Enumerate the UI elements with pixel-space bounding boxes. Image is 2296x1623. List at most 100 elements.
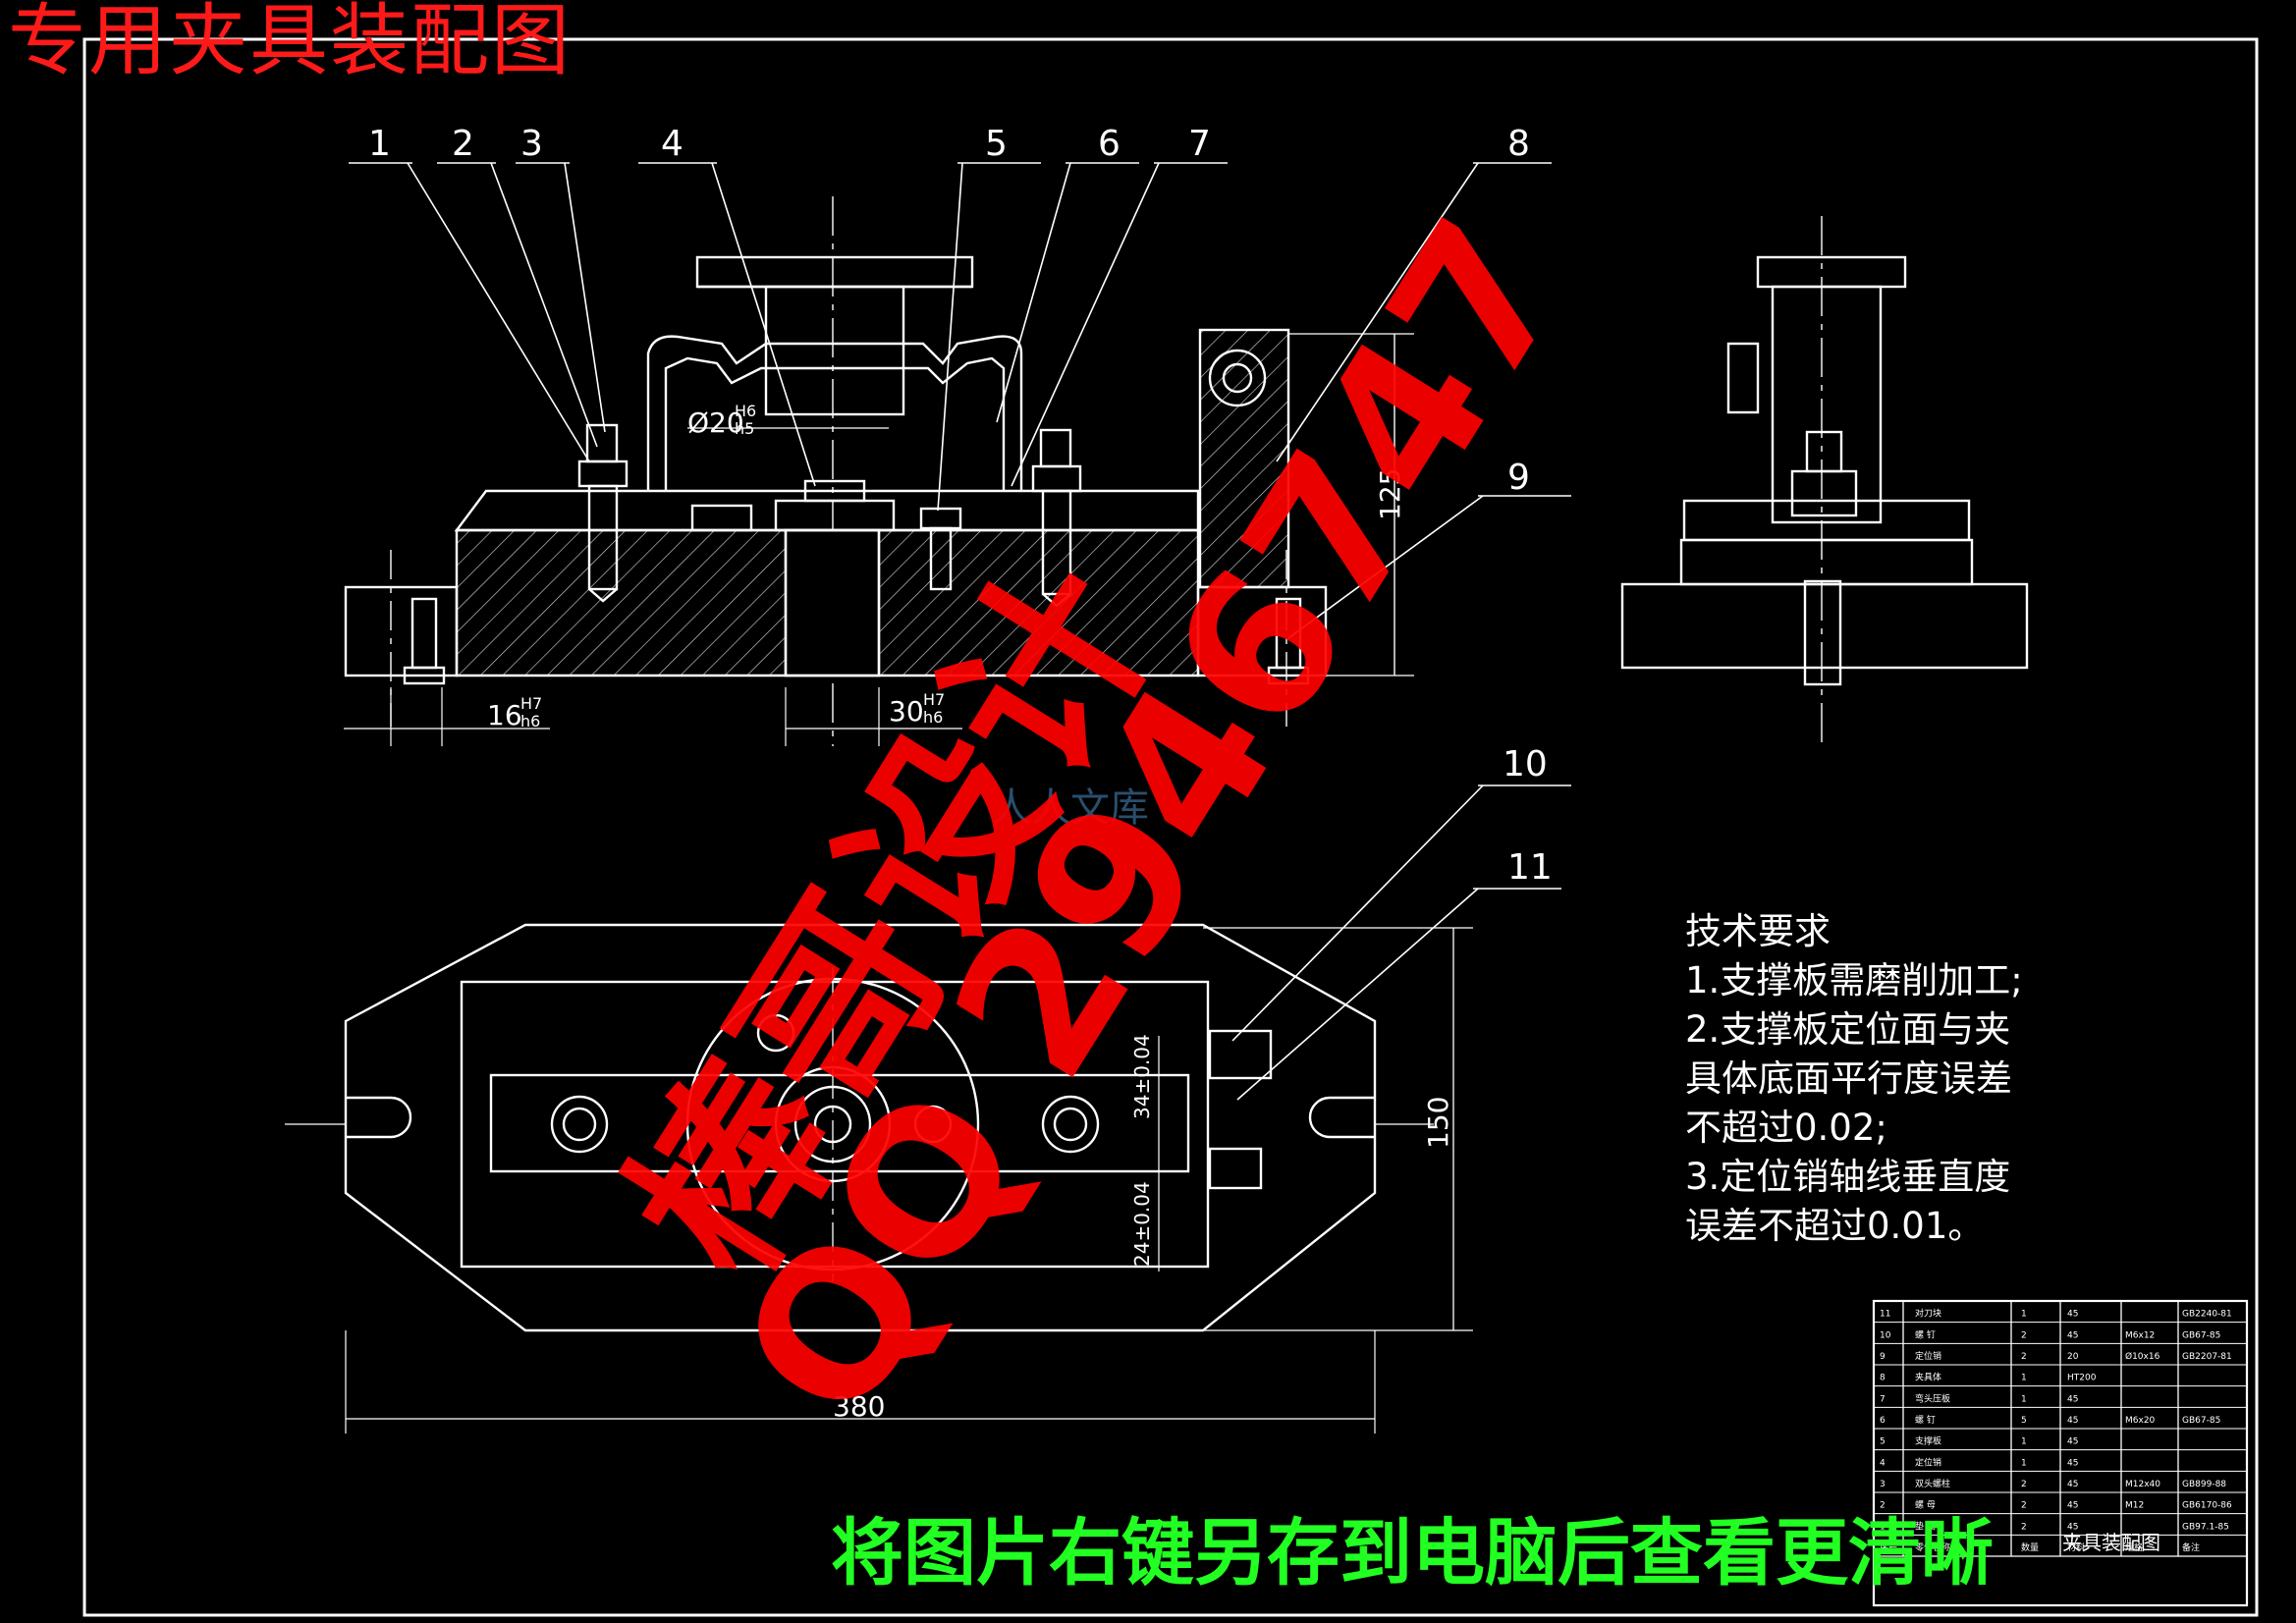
balloon-4: 4 <box>661 124 683 164</box>
table-cell: 双头螺柱 <box>1915 1478 1950 1489</box>
table-cell: GB899-88 <box>2182 1480 2226 1489</box>
balloon-3: 3 <box>520 124 543 164</box>
table-cell: 45 <box>2067 1458 2078 1468</box>
table-cell: 45 <box>2067 1394 2078 1404</box>
table-cell: 45 <box>2067 1480 2078 1489</box>
title-block-name: 夹具装配图 <box>2062 1531 2160 1554</box>
table-cell: HT200 <box>2067 1374 2097 1383</box>
table-cell: 45 <box>2067 1437 2078 1447</box>
balloon-9: 9 <box>1507 458 1530 498</box>
table-cell: 10 <box>1880 1330 1891 1340</box>
table-cell: 1 <box>2021 1437 2027 1447</box>
table-cell: GB67-85 <box>2182 1416 2220 1426</box>
table-cell: 45 <box>2067 1522 2078 1532</box>
dim-34: 34±0.04 <box>1130 1034 1154 1119</box>
balloon-numbers: 1 2 3 4 5 6 7 8 9 10 11 <box>368 124 1553 888</box>
drawing-border <box>82 37 2259 1617</box>
table-cell: 2 <box>2021 1352 2027 1362</box>
top-view <box>285 923 1473 1434</box>
balloon-2: 2 <box>452 124 474 164</box>
dim-125: 125 <box>1374 468 1406 520</box>
balloon-1: 1 <box>368 124 391 164</box>
svg-text:H7: H7 <box>520 694 542 713</box>
balloon-8: 8 <box>1507 124 1530 164</box>
tech-item: 误差不超过0.01。 <box>1685 1205 1985 1247</box>
dim-380: 380 <box>833 1390 885 1423</box>
table-cell: 螺 母 <box>1915 1500 1936 1511</box>
side-view <box>1620 216 2029 746</box>
balloon-6: 6 <box>1098 124 1121 164</box>
table-cell: GB6170-86 <box>2182 1501 2232 1511</box>
dim-150: 150 <box>1422 1097 1454 1149</box>
table-cell: 6 <box>1880 1416 1886 1426</box>
tech-item: 2.支撑板定位面与夹 <box>1685 1008 2011 1051</box>
table-cell: 45 <box>2067 1310 2078 1320</box>
tech-heading: 技术要求 <box>1685 910 1831 952</box>
svg-text:h6: h6 <box>520 712 540 730</box>
table-cell: 1 <box>2021 1310 2027 1320</box>
dimension-texts: Ø20 H6 h5 16 H7 h6 30 H7 h6 125 380 150 … <box>487 402 1454 1423</box>
table-cell: GB2207-81 <box>2182 1352 2232 1362</box>
table-cell: 对刀块 <box>1915 1308 1941 1320</box>
table-cell: 20 <box>2067 1352 2079 1362</box>
table-cell: M12x40 <box>2125 1480 2160 1489</box>
table-cell: 7 <box>1880 1394 1886 1404</box>
table-cell: 规格 <box>2125 1542 2143 1553</box>
table-cell: 序号 <box>1880 1542 1897 1553</box>
dim-bore: Ø20 <box>687 406 744 439</box>
table-cell: 2 <box>2021 1522 2027 1532</box>
table-cell: 支撑板 <box>1915 1435 1941 1447</box>
table-cell: 零件名称 <box>1915 1542 1950 1553</box>
footer-note: 将图片右键另存到电脑后查看更清晰 <box>831 1511 1994 1596</box>
svg-text:H7: H7 <box>923 690 945 709</box>
table-cell: 1 <box>1880 1522 1886 1532</box>
table-cell: 2 <box>2021 1480 2027 1489</box>
table-cell: 45 <box>2067 1501 2078 1511</box>
table-cell: 定位销 <box>1915 1350 1941 1362</box>
table-cell: 9 <box>1880 1352 1886 1362</box>
dim-30: 30 <box>889 695 924 728</box>
table-cell: 定位销 <box>1915 1456 1941 1468</box>
table-cell: M6x12 <box>2125 1330 2155 1340</box>
table-cell: M6x20 <box>2125 1416 2156 1426</box>
table-cell: 5 <box>1880 1437 1886 1447</box>
table-cell: 3 <box>1880 1480 1886 1489</box>
balloon-7: 7 <box>1188 124 1211 164</box>
table-cell: 材料 <box>2067 1542 2085 1553</box>
table-cell: 2 <box>2021 1330 2027 1340</box>
table-cell: 数量 <box>2021 1542 2039 1553</box>
table-cell: 1 <box>2021 1458 2027 1468</box>
table-cell: 11 <box>1880 1310 1890 1320</box>
table-cell: 1 <box>2021 1374 2027 1383</box>
table-cell: 45 <box>2067 1416 2078 1426</box>
balloon-11: 11 <box>1507 847 1553 888</box>
tech-requirements: 技术要求 1.支撑板需磨削加工; 2.支撑板定位面与夹 具体底面平行度误差 不超… <box>1685 907 2023 1251</box>
table-cell: 螺 钉 <box>1915 1415 1936 1426</box>
tech-item: 具体底面平行度误差 <box>1685 1057 2012 1100</box>
table-cell: GB97.1-85 <box>2182 1522 2229 1532</box>
front-view <box>344 196 1414 746</box>
table-cell: 备注 <box>2182 1542 2200 1553</box>
table-cell: 4 <box>1880 1458 1886 1468</box>
table-cell: 1 <box>2021 1394 2027 1404</box>
table-cell: GB67-85 <box>2182 1330 2220 1340</box>
table-cell: Ø10x16 <box>2125 1351 2160 1362</box>
watermark-logo: 人人文库 <box>992 785 1149 831</box>
dim-16: 16 <box>487 699 522 731</box>
dim-24: 24±0.04 <box>1130 1181 1154 1267</box>
table-cell: 弯头压板 <box>1915 1392 1950 1404</box>
table-cell: 2 <box>2021 1501 2027 1511</box>
tech-item: 不超过0.02; <box>1685 1107 1887 1149</box>
table-cell: 螺 钉 <box>1915 1329 1936 1340</box>
table-cell: M12 <box>2125 1501 2144 1511</box>
svg-text:H6: H6 <box>735 402 756 420</box>
svg-text:h6: h6 <box>923 708 943 727</box>
table-cell: 夹具体 <box>1915 1372 1941 1383</box>
table-cell: 45 <box>2067 1330 2078 1340</box>
balloon-leaders <box>349 162 1571 1101</box>
drawing-title: 专用夹具装配图 <box>8 0 572 86</box>
table-cell: 2 <box>1880 1501 1886 1511</box>
table-cell: GB2240-81 <box>2182 1310 2232 1320</box>
